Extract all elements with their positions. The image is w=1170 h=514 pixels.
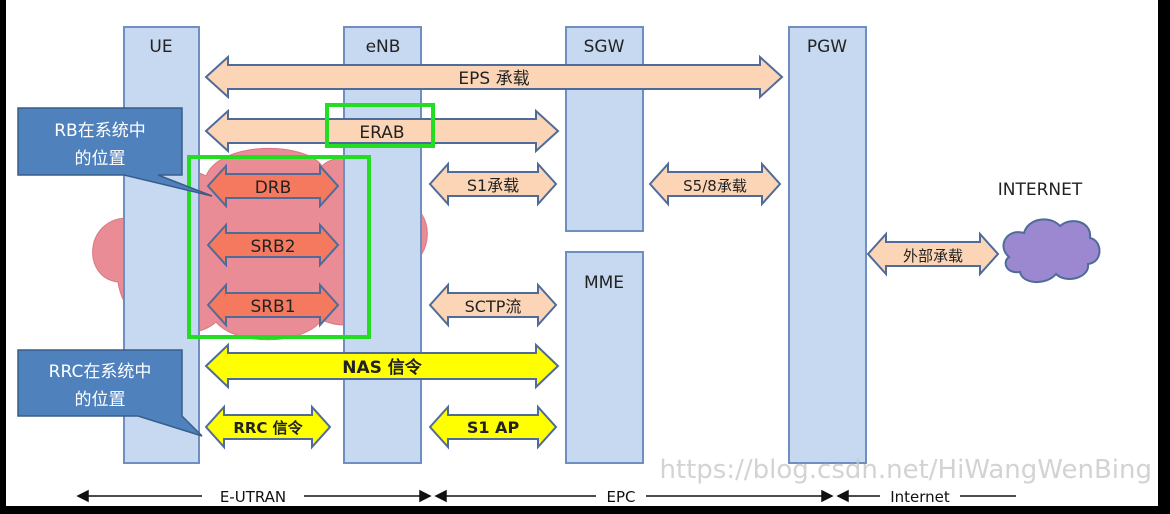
sgw-label: SGW [584, 37, 625, 57]
rrc-position-callout: RRC在系统中 的位置 [17, 349, 203, 437]
mme-label: MME [584, 273, 624, 293]
s5-8-bearer-arrow: S5/8承载 [648, 161, 782, 207]
rrc-callout-line1: RRC在系统中 [49, 362, 152, 382]
s1-bearer-label: S1承载 [467, 176, 519, 195]
ue-label: UE [149, 37, 172, 57]
srb1-label: SRB1 [250, 297, 295, 317]
mme-node: MME [565, 251, 644, 464]
eps-bearer-label: EPS 承载 [458, 69, 529, 89]
pgw-node: PGW [788, 26, 867, 464]
rrc-signaling-arrow: RRC 信令 [204, 404, 332, 450]
erab-bearer-arrow: ERAB [204, 108, 560, 154]
s1ap-label: S1 AP [467, 418, 520, 437]
s1-bearer-arrow: S1承载 [428, 161, 558, 207]
rrc-callout-line2: 的位置 [75, 390, 126, 410]
erab-bearer-label: ERAB [359, 123, 404, 143]
enb-label: eNB [366, 37, 401, 57]
drb-arrow: DRB [206, 163, 340, 209]
rrc-signaling-label: RRC 信令 [233, 419, 303, 437]
s1ap-arrow: S1 AP [428, 404, 558, 450]
lte-architecture-diagram: UE eNB SGW MME PGW EPS 承载 ERAB DRB SRB2 … [6, 0, 1158, 506]
radio-bearer-highlight-box [187, 155, 371, 339]
s5-8-bearer-label: S5/8承载 [683, 177, 747, 195]
internet-domain-label: Internet [890, 488, 950, 506]
nas-signaling-label: NAS 信令 [342, 357, 423, 378]
nas-signaling-arrow: NAS 信令 [204, 342, 560, 390]
internet-label: INTERNET [998, 180, 1083, 200]
srb2-label: SRB2 [250, 237, 295, 257]
srb2-arrow: SRB2 [206, 222, 340, 268]
external-bearer-label: 外部承载 [903, 247, 963, 265]
sctp-stream-label: SCTP流 [465, 297, 522, 316]
rb-position-callout: RB在系统中 的位置 [17, 107, 213, 197]
epc-label: EPC [607, 488, 636, 506]
rb-callout-line2: 的位置 [75, 149, 126, 169]
erab-highlight-box [325, 103, 435, 148]
drb-label: DRB [255, 178, 292, 198]
external-bearer-arrow: 外部承载 [866, 231, 1000, 277]
rb-callout-line1: RB在系统中 [54, 121, 145, 141]
sctp-stream-arrow: SCTP流 [428, 282, 558, 328]
eutran-label: E-UTRAN [220, 488, 286, 506]
srb1-arrow: SRB1 [206, 282, 340, 328]
watermark: https://blog.csdn.net/HiWangWenBing [659, 455, 1152, 485]
pgw-label: PGW [807, 37, 847, 57]
domain-scale [76, 489, 1016, 503]
eps-bearer-arrow: EPS 承载 [204, 54, 784, 100]
enb-node: eNB [343, 26, 422, 464]
sgw-node: SGW [565, 26, 644, 232]
internet-cloud: INTERNET [998, 180, 1101, 283]
